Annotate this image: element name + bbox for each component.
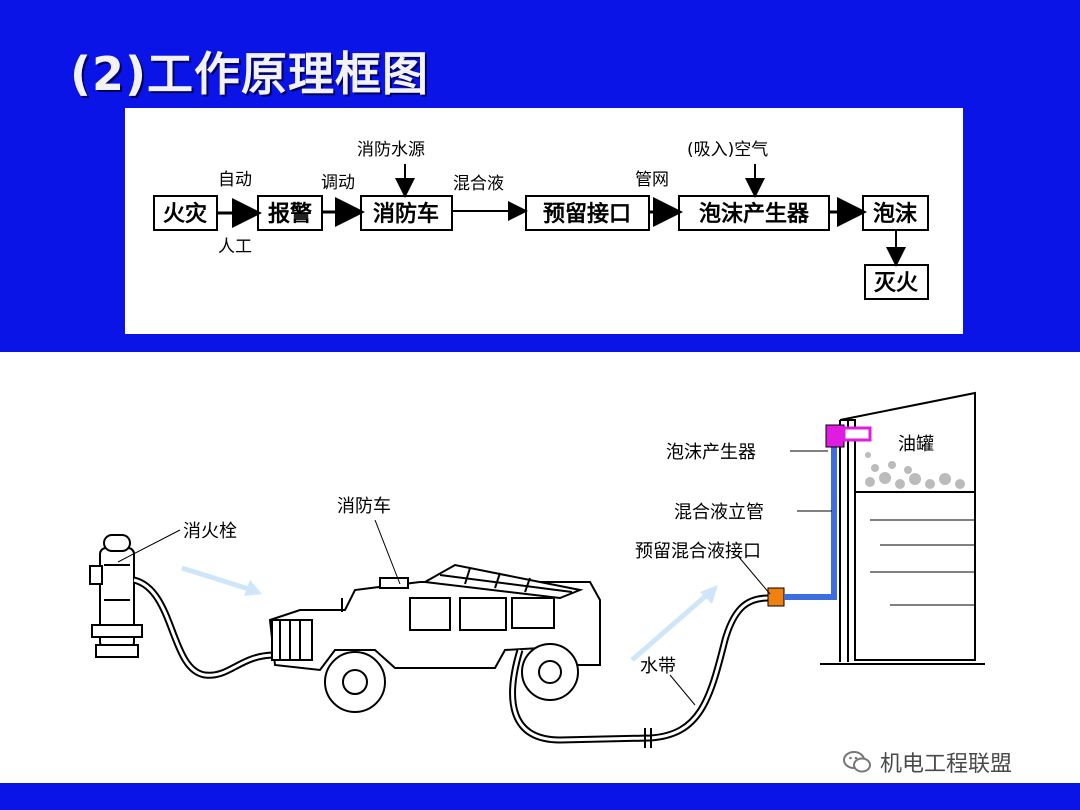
label-hydrant: 消火栓 (183, 521, 237, 542)
scene-canvas: 消火栓 消防车 泡沫产生器 油罐 混合液立管 预留混合液接口 水带 (89, 391, 985, 748)
node-foam (862, 195, 929, 231)
footer-band (0, 783, 1080, 810)
flowchart-panel: 火灾 报警 消防车 预留接口 泡沫产生器 泡沫 灭火 自动 人工 调动 消防水源… (125, 108, 963, 334)
foam-generator-device (825, 424, 845, 448)
label-water-source: 消防水源 (357, 140, 425, 160)
watermark: 机电工程联盟 (842, 745, 1012, 779)
label-auto: 自动 (218, 170, 252, 190)
label-pipe-network: 管网 (635, 170, 669, 190)
node-foam-generator-label: 泡沫产生器 (699, 201, 810, 227)
foam-generator-outlet (842, 426, 872, 442)
label-dispatch: 调动 (321, 173, 355, 193)
node-extinguish-label: 灭火 (874, 271, 918, 296)
node-alarm-label: 报警 (268, 202, 312, 227)
label-fire-truck-scene: 消防车 (337, 496, 391, 517)
fire-hydrant-drawing (89, 534, 143, 658)
label-reserved-port-scene: 预留混合液接口 (635, 541, 761, 562)
foam-layer (865, 452, 965, 489)
wechat-icon (843, 751, 871, 773)
node-fire-truck-label: 消防车 (373, 201, 439, 227)
node-fire-label: 火灾 (163, 201, 208, 227)
label-foam-generator-scene: 泡沫产生器 (666, 442, 756, 463)
node-fire (153, 195, 218, 231)
label-manual: 人工 (218, 237, 252, 257)
node-alarm (257, 195, 323, 231)
riser-pipe (784, 440, 837, 600)
label-air-intake: (吸入)空气 (687, 140, 768, 160)
node-fire-truck (360, 195, 453, 231)
slide-title: (2)工作原理框图 (70, 47, 430, 101)
flow-arrow-right (630, 585, 718, 662)
leader-reserved-port (737, 555, 771, 595)
node-reserved-port-label: 预留接口 (543, 201, 631, 227)
leader-hose (669, 674, 696, 706)
flowchart-canvas: 火灾 报警 消防车 预留接口 泡沫产生器 泡沫 灭火 自动 人工 调动 消防水源… (153, 140, 929, 300)
flow-arrow-left (181, 565, 262, 596)
label-riser: 混合液立管 (674, 502, 764, 523)
leader-fire-truck (374, 519, 401, 585)
label-oil-tank: 油罐 (898, 434, 934, 455)
node-reserved-port (525, 195, 650, 231)
label-hose: 水带 (640, 656, 676, 677)
reserved-port-fitting (767, 587, 785, 607)
fire-truck-drawing (268, 563, 601, 713)
system-illustration: 消火栓 消防车 泡沫产生器 油罐 混合液立管 预留混合液接口 水带 (0, 352, 1080, 783)
node-foam-label: 泡沫 (873, 201, 918, 227)
leader-hydrant (117, 529, 181, 563)
node-extinguish (864, 264, 929, 300)
oil-tank-drawing (820, 391, 985, 665)
watermark-text: 机电工程联盟 (880, 752, 1013, 777)
label-mixed-liquid: 混合液 (453, 174, 504, 194)
